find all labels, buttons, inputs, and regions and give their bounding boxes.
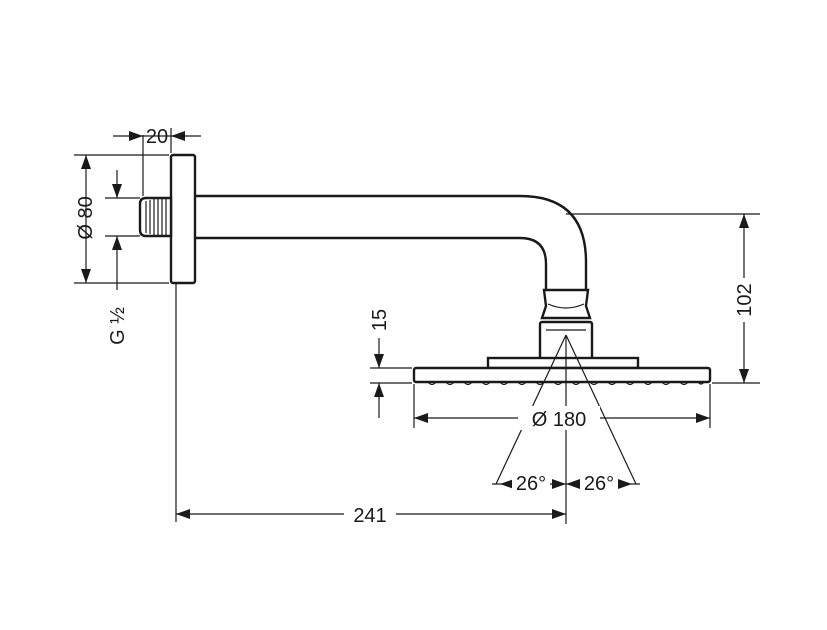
shower-arm	[195, 194, 760, 290]
dim-projection: 241	[176, 502, 566, 527]
wall-flange	[169, 153, 197, 522]
threaded-connector	[138, 196, 173, 238]
dim-label-spray-angle-left: 26°	[516, 473, 546, 495]
dim-label-drop-height: 102	[734, 283, 756, 316]
dim-label-spray-angle-right: 26°	[584, 473, 614, 495]
dim-label-flange-thickness: 20	[146, 126, 168, 148]
nozzle-row	[427, 381, 705, 386]
dim-label-thread: G ½	[107, 307, 129, 345]
dim-flange-diameter: Ø 80	[74, 154, 169, 284]
dim-flange-thickness: 20	[113, 126, 201, 196]
dim-head-diameter: Ø 180	[414, 406, 710, 431]
dim-label-projection: 241	[353, 505, 386, 527]
dim-label-flange-diameter: Ø 80	[75, 196, 97, 239]
shower-head	[370, 356, 760, 428]
dim-label-head-diameter: Ø 180	[532, 409, 586, 431]
dim-thread: G ½	[105, 170, 140, 345]
dim-label-head-height: 15	[369, 309, 391, 331]
dim-drop-height: 102	[733, 214, 756, 383]
dim-head-height: 15	[369, 309, 391, 418]
dim-spray-angles: 26° 26°	[492, 472, 640, 495]
